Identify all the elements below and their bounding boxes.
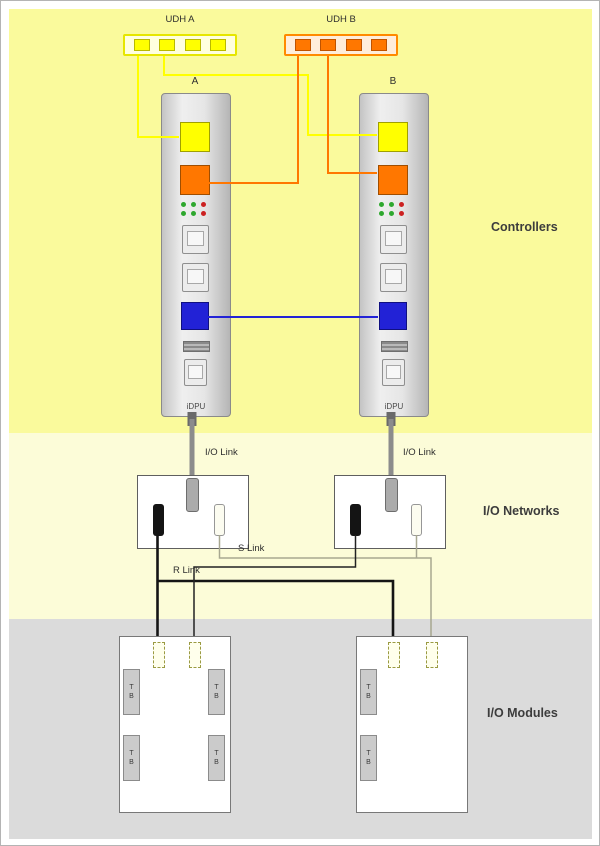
udh-a-label: UDH A [165, 14, 195, 25]
udh-a-port-icon [209, 39, 226, 51]
terminal-block: TB [208, 669, 225, 715]
terminal-block: TB [123, 669, 140, 715]
udh-a-port-icon [159, 39, 176, 51]
s-link-connector [411, 504, 422, 536]
udh-a-hub [123, 34, 237, 56]
io-link-port [184, 359, 207, 386]
terminal-block: TB [208, 735, 225, 781]
udh-a-link-port [180, 122, 210, 152]
controllers-section-label: Controllers [491, 220, 558, 234]
network-slot [153, 642, 165, 668]
io-link-connector [385, 478, 398, 512]
network-slot [426, 642, 438, 668]
io-network-right [334, 475, 446, 549]
network-slot [388, 642, 400, 668]
io-network-left [137, 475, 249, 549]
udh-b-port-icon [320, 39, 337, 51]
io-link-port [382, 359, 405, 386]
io-module-right: TB TB [356, 636, 468, 813]
udh-a-port-icon [134, 39, 151, 51]
io-networks-band [9, 433, 592, 619]
udh-b-link-port [378, 165, 408, 195]
ethernet-port [380, 263, 407, 292]
ethernet-port [182, 225, 209, 254]
s-link-label: S Link [238, 543, 265, 554]
card-slot [183, 341, 210, 352]
terminal-block: TB [123, 735, 140, 781]
controller-link-port [181, 302, 209, 330]
controller-a: iDPU [161, 93, 231, 417]
status-leds [181, 202, 206, 220]
ethernet-port [182, 263, 209, 292]
io-modules-section-label: I/O Modules [487, 706, 558, 720]
cpu-label: iDPU [186, 402, 206, 411]
r-link-connector [153, 504, 164, 536]
terminal-block: TB [360, 735, 377, 781]
r-link-connector [350, 504, 361, 536]
udh-a-port-icon [184, 39, 201, 51]
io-module-left: TB TB TB TB [119, 636, 231, 813]
controller-a-label: A [191, 76, 199, 87]
controller-link-port [379, 302, 407, 330]
udh-b-port-icon [295, 39, 312, 51]
udh-a-link-port [378, 122, 408, 152]
io-networks-section-label: I/O Networks [483, 504, 560, 518]
ethernet-port [380, 225, 407, 254]
io-link-connector [186, 478, 199, 512]
status-leds [379, 202, 404, 220]
controller-b: iDPU [359, 93, 429, 417]
io-modules-band [9, 619, 592, 839]
udh-b-hub [284, 34, 398, 56]
r-link-label: R Link [173, 565, 200, 576]
controller-b-label: B [389, 76, 397, 87]
io-link-label-left: I/O Link [205, 447, 238, 458]
udh-b-link-port [180, 165, 210, 195]
cpu-label: iDPU [384, 402, 404, 411]
network-slot [189, 642, 201, 668]
io-link-label-right: I/O Link [403, 447, 436, 458]
s-link-connector [214, 504, 225, 536]
udh-b-label: UDH B [326, 14, 356, 25]
udh-b-port-icon [370, 39, 387, 51]
terminal-block: TB [360, 669, 377, 715]
card-slot [381, 341, 408, 352]
udh-b-port-icon [345, 39, 362, 51]
